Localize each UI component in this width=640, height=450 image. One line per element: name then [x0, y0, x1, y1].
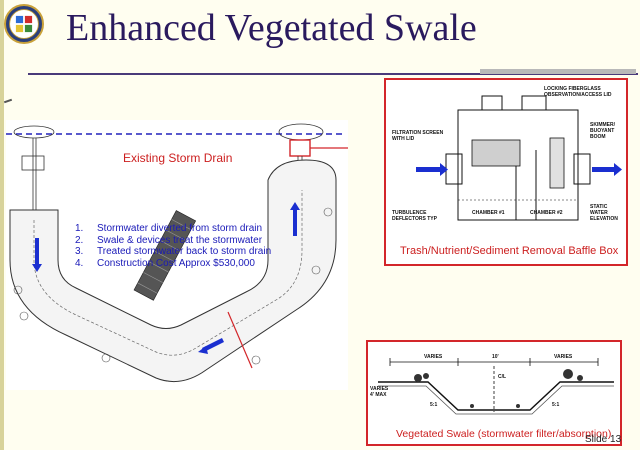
- list-item: 4.Construction Cost Approx $530,000: [75, 257, 255, 269]
- list-item: 2.Swale & devices treat the stormwater: [75, 234, 263, 246]
- slide-number: Slide 13: [585, 434, 622, 445]
- list-item: 3.Treated stormwater back to storm drain: [75, 246, 272, 257]
- slope-right-label: 5:1: [552, 402, 560, 408]
- blue-flow-arrow-icon: [290, 202, 300, 236]
- blue-flow-arrow-icon: [198, 338, 224, 354]
- left-accent-band: [0, 0, 4, 450]
- process-steps-list: 1.Stormwater diverted from storm drain 2…: [75, 223, 271, 269]
- storm-drain-label: Existing Storm Drain: [123, 151, 233, 165]
- slide-title: Enhanced Vegetated Swale: [66, 7, 477, 49]
- chamber-1-label: CHAMBER #1: [472, 210, 505, 216]
- depth-label: VARIES 4' MAX: [370, 386, 389, 398]
- centerline-label: C/L: [498, 374, 507, 380]
- swale-section-caption: Vegetated Swale (stormwater filter/absor…: [396, 428, 612, 440]
- lid-label: LOCKING FIBERGLASS OBSERVATION/ACCESS LI…: [544, 86, 612, 98]
- varies-right-label: VARIES: [554, 354, 573, 360]
- title-underline-accent: [480, 69, 636, 74]
- site-plan-drawing: [6, 123, 348, 383]
- blue-flow-arrow-icon: [32, 238, 42, 272]
- screen-label: FILTRATION SCREEN WITH LID: [392, 130, 444, 142]
- swale-section-drawing: [378, 358, 614, 415]
- skimmer-label: SKIMMER/ BUOYANT BOOM: [590, 122, 615, 140]
- footbridge: [133, 210, 197, 301]
- decorative-tick: [3, 98, 13, 104]
- baffle-box-drawing: [416, 95, 622, 221]
- turbulence-label: TURBULENCE DEFLECTORS TYP: [392, 210, 437, 222]
- swale-section-callout: VARIES 10' VARIES C/L VARIES 4' MAX 5:1 …: [366, 340, 622, 446]
- slope-left-label: 5:1: [430, 402, 438, 408]
- baffle-box-caption: Trash/Nutrient/Sediment Removal Baffle B…: [400, 245, 619, 257]
- static-water-label: STATIC WATER ELEVATION: [590, 204, 618, 222]
- swale-site-plan: Existing Storm Drain 1.Stormwater divert…: [6, 120, 348, 390]
- left-inlet-structure: [13, 125, 55, 225]
- title-underline: [28, 73, 638, 75]
- list-item: 1.Stormwater diverted from storm drain: [75, 223, 263, 234]
- chamber-2-label: CHAMBER #2: [530, 210, 563, 216]
- blue-flow-arrow-icon: [416, 163, 622, 176]
- width-label: 10': [492, 354, 499, 360]
- varies-left-label: VARIES: [424, 354, 443, 360]
- baffle-box-callout: LOCKING FIBERGLASS OBSERVATION/ACCESS LI…: [384, 78, 628, 266]
- seal-emblem-icon: [4, 4, 44, 44]
